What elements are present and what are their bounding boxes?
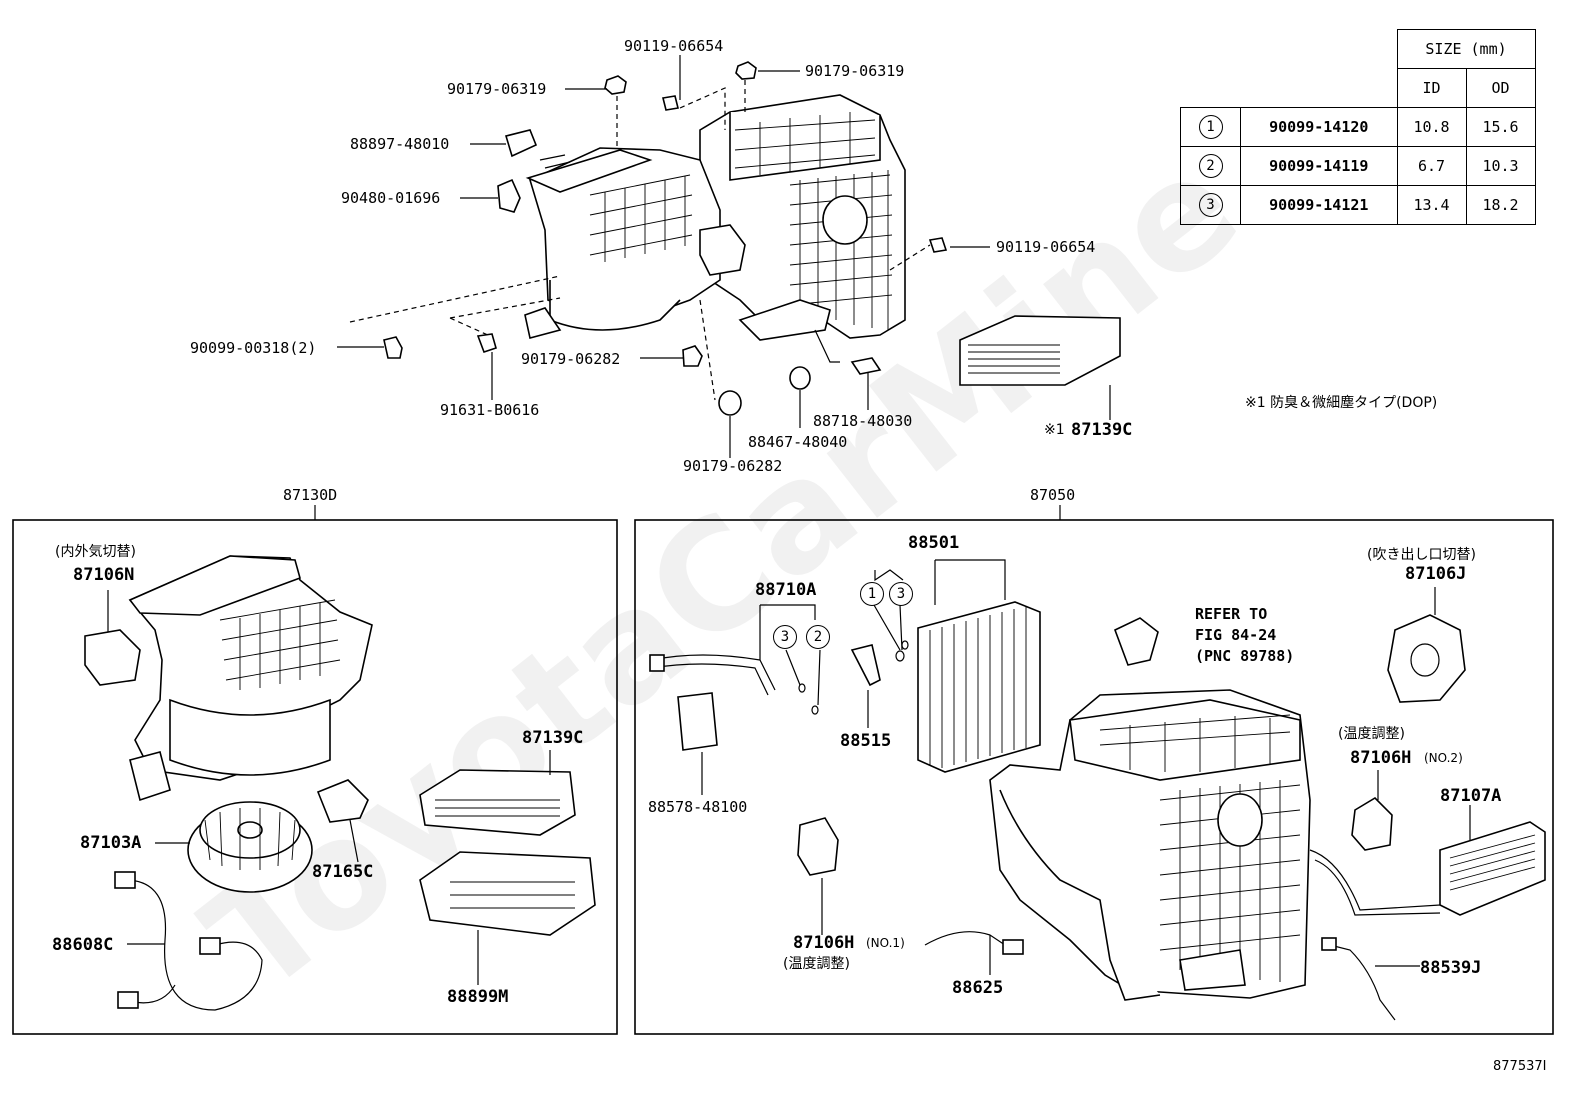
label-91631-b0616: 91631-B0616 (440, 401, 540, 419)
label-90179-06282-b: 90179-06282 (683, 457, 783, 475)
label-no1: (NO.1) (866, 936, 905, 950)
size-table-title: SIZE (mm) (1396, 29, 1536, 69)
size-table-col-id: ID (1396, 68, 1467, 108)
row-mark: 2 (1198, 154, 1223, 178)
row-mark: 3 (1198, 193, 1223, 217)
label-no2: (NO.2) (1424, 751, 1463, 765)
label-88718-48030: 88718-48030 (813, 412, 913, 430)
size-table: SIZE (mm) ID OD 1 90099-14120 10.8 15.6 … (1180, 29, 1536, 225)
circle-mark-3: 3 (773, 625, 797, 649)
label-87103a: 87103A (80, 833, 142, 853)
size-table-row: 1 90099-14120 10.8 15.6 (1180, 107, 1536, 147)
label-88515: 88515 (840, 731, 892, 751)
label-88578-48100: 88578-48100 (648, 798, 748, 816)
row-part: 90099-14121 (1240, 185, 1398, 225)
label-88539j: 88539J (1420, 958, 1482, 978)
label-88897-48010: 88897-48010 (350, 135, 450, 153)
top-fasteners (383, 61, 948, 416)
circle-mark-2: 2 (806, 625, 830, 649)
circle-mark-1: 1 (860, 582, 884, 606)
label-87139c: 87139C (522, 728, 584, 748)
label-88467-48040: 88467-48040 (748, 433, 848, 451)
label-90099-00318: 90099-00318(2) (190, 339, 317, 357)
left-box-title: 87130D (283, 486, 338, 504)
size-table-col-od: OD (1465, 68, 1536, 108)
left-box-parts (84, 555, 596, 1011)
row-od: 15.6 (1465, 107, 1536, 147)
circle-mark-3: 3 (889, 582, 913, 606)
label-87106n: 87106N (73, 565, 135, 585)
refer-line-1: REFER TO (1195, 605, 1268, 623)
label-87106j: 87106J (1405, 564, 1467, 584)
label-88710a: 88710A (755, 580, 817, 600)
label-87106h2: 87106H (1350, 748, 1412, 768)
note-mark: ※1 (1044, 422, 1065, 438)
label-87106h1: 87106H (793, 933, 855, 953)
label-87106h1-jp: (温度調整) (783, 956, 850, 972)
label-88501: 88501 (908, 533, 960, 553)
row-part: 90099-14119 (1240, 146, 1398, 186)
right-box-parts (649, 559, 1546, 1021)
row-id: 6.7 (1396, 146, 1467, 186)
row-id: 13.4 (1396, 185, 1467, 225)
row-part: 90099-14120 (1240, 107, 1398, 147)
label-87106h2-jp: (温度調整) (1338, 726, 1405, 742)
size-table-row: 2 90099-14119 6.7 10.3 (1180, 146, 1536, 186)
label-90179-06319-a: 90179-06319 (447, 80, 547, 98)
label-87106j-jp: (吹き出し口切替) (1367, 547, 1476, 563)
label-87106n-jp: (内外気切替) (55, 544, 136, 560)
note-dop-type: ※1 防臭＆微細塵タイプ(DOP) (1245, 395, 1438, 411)
label-88625: 88625 (952, 978, 1004, 998)
label-88899m: 88899M (447, 987, 509, 1007)
label-90179-06282-a: 90179-06282 (521, 350, 621, 368)
top-hvac-assembly (524, 94, 906, 363)
top-leader-lines (337, 55, 1111, 458)
label-90480-01696: 90480-01696 (341, 189, 441, 207)
label-90119-06654-right: 90119-06654 (996, 238, 1096, 256)
label-90119-06654-top: 90119-06654 (624, 37, 724, 55)
refer-line-3: (PNC 89788) (1195, 647, 1295, 665)
row-od: 18.2 (1465, 185, 1536, 225)
label-87139c-top: 87139C (1071, 420, 1133, 440)
label-90179-06319-b: 90179-06319 (805, 62, 905, 80)
size-table-row: 3 90099-14121 13.4 18.2 (1180, 185, 1536, 225)
top-cabin-filter (959, 315, 1121, 386)
row-mark: 1 (1198, 115, 1223, 139)
right-box-title: 87050 (1030, 486, 1076, 504)
refer-line-2: FIG 84-24 (1195, 626, 1277, 644)
row-od: 10.3 (1465, 146, 1536, 186)
figure-id: 877537I (1493, 1059, 1547, 1074)
label-88608c: 88608C (52, 935, 114, 955)
label-87165c: 87165C (312, 862, 374, 882)
label-87107a: 87107A (1440, 786, 1502, 806)
right-box-frame (634, 519, 1554, 1035)
row-id: 10.8 (1396, 107, 1467, 147)
